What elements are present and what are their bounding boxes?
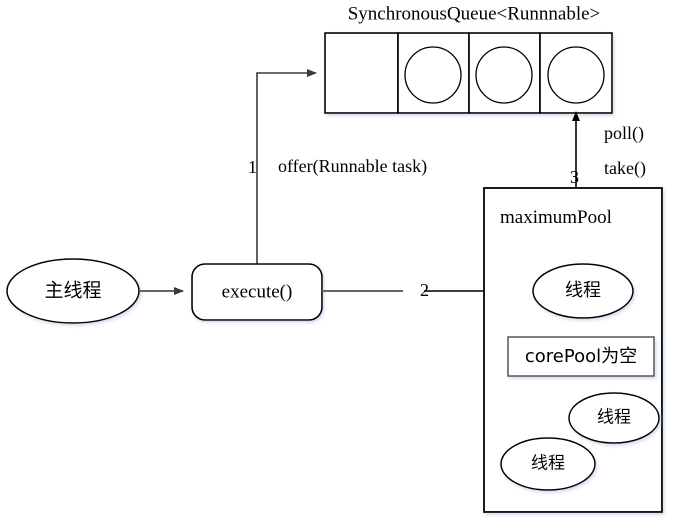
queue-cell-1	[324, 32, 399, 114]
step-2-number: 2	[420, 280, 429, 300]
take-edge-label: take()	[604, 158, 646, 178]
pool-thread-node-3	[500, 437, 596, 491]
queued-task-circle-1	[404, 46, 462, 104]
step-3-number: 3	[570, 167, 579, 187]
queue-title: SynchronousQueue<Runnnable>	[347, 3, 601, 25]
queue-task-circles	[404, 46, 605, 104]
queued-task-circle-2	[475, 46, 533, 104]
pool-thread-node-2	[568, 392, 660, 444]
step-1-number: 1	[248, 157, 257, 177]
offer-edge-label: offer(Runnable task)	[278, 156, 428, 176]
poll-edge-label: poll()	[604, 123, 644, 143]
main-thread-node	[6, 258, 140, 324]
edge-offer-to-queue	[256, 69, 317, 264]
main-thread-label: 主线程	[44, 279, 102, 302]
pool-thread-node-1	[532, 263, 634, 319]
pool-thread-label-3: 线程	[531, 453, 565, 474]
pool-thread-label-2: 线程	[597, 407, 631, 428]
core-pool-empty-box	[507, 336, 655, 377]
pool-thread-label-1: 线程	[565, 280, 601, 301]
maximum-pool-label: maximumPool	[500, 207, 612, 228]
queued-task-circle-3	[547, 46, 605, 104]
execute-label: execute()	[221, 281, 293, 303]
core-pool-empty-label: corePool为空	[524, 346, 638, 367]
